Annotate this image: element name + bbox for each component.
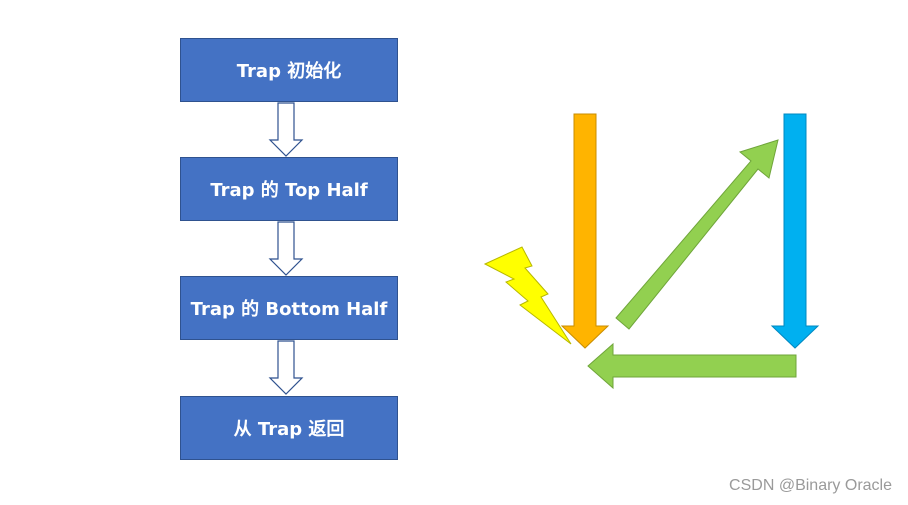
watermark-text: CSDN @Binary Oracle <box>729 477 892 494</box>
green-left-arrow-icon <box>587 342 797 390</box>
lightning-bolt-icon <box>483 246 572 345</box>
down-arrow-icon <box>268 102 304 157</box>
flow-step-trap-top-half: Trap 的 Top Half <box>180 157 398 221</box>
blue-down-arrow-icon <box>770 113 820 349</box>
green-diagonal-arrow-icon <box>615 139 779 330</box>
flow-step-label: 从 Trap 返回 <box>233 419 345 440</box>
orange-down-arrow-icon <box>560 113 610 349</box>
down-arrow-icon <box>268 221 304 276</box>
flow-step-label: Trap 的 Bottom Half <box>190 299 388 320</box>
flow-step-trap-init: Trap 初始化 <box>180 38 398 102</box>
flow-step-label: Trap 初始化 <box>236 61 342 82</box>
flow-step-trap-bottom-half: Trap 的 Bottom Half <box>180 276 398 340</box>
flow-step-return-from-trap: 从 Trap 返回 <box>180 396 398 460</box>
down-arrow-icon <box>268 340 304 395</box>
flow-step-label: Trap 的 Top Half <box>210 180 368 201</box>
